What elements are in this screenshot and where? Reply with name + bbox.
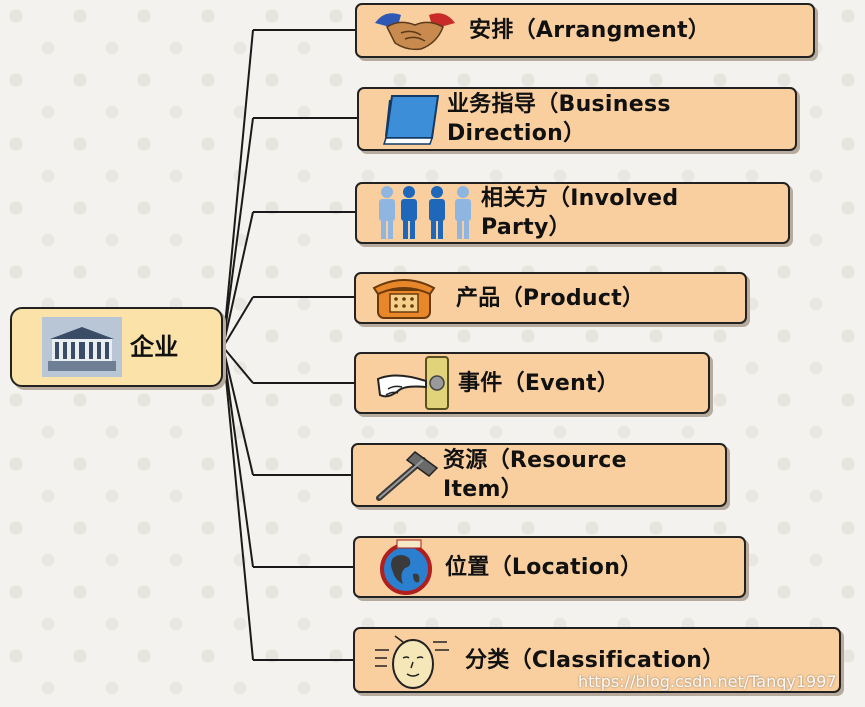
book-icon [377, 91, 447, 147]
node-location-label: 位置（Location） [445, 554, 643, 580]
node-arrangement[interactable]: 安排（Arrangment） [355, 3, 815, 58]
handshake-icon [371, 6, 459, 56]
node-arrangement-label: 安排（Arrangment） [469, 18, 711, 43]
node-involved-party-label: 相关方（Involved Party） [481, 186, 679, 240]
node-business-direction[interactable]: 业务指导（Business Direction） [357, 87, 797, 151]
node-classification[interactable]: 分类（Classification） [353, 627, 841, 693]
building-icon [42, 317, 122, 377]
node-product[interactable]: 产品（Product） [354, 272, 747, 324]
globe-icon [375, 538, 437, 596]
node-classification-label: 分类（Classification） [465, 647, 725, 673]
doorbell-press-icon [374, 355, 458, 411]
node-location[interactable]: 位置（Location） [353, 536, 746, 598]
people-icon [377, 184, 473, 242]
node-event[interactable]: 事件（Event） [354, 352, 710, 414]
node-involved-party[interactable]: 相关方（Involved Party） [355, 182, 790, 244]
node-business-direction-label: 业务指导（Business Direction） [447, 92, 671, 146]
head-thinking-icon [373, 630, 451, 690]
telephone-icon [372, 274, 436, 322]
node-event-label: 事件（Event） [458, 370, 620, 396]
node-resource-item-label: 资源（Resource Item） [443, 448, 627, 502]
nail-icon [371, 446, 441, 504]
root-node-enterprise[interactable]: 企业 [10, 307, 223, 387]
watermark-url: https://blog.csdn.net/Tanqy1997 [578, 672, 837, 691]
node-resource-item[interactable]: 资源（Resource Item） [351, 443, 727, 507]
node-product-label: 产品（Product） [456, 285, 645, 311]
root-label: 企业 [130, 332, 179, 361]
